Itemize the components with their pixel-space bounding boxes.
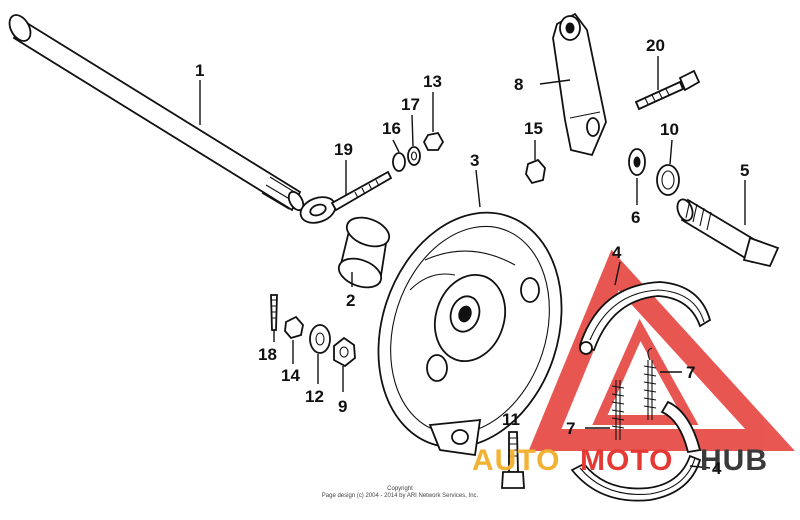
callout-4-lower: 4	[712, 459, 722, 478]
copyright-line-2: Page design (c) 2004 - 2014 by ARI Netwo…	[321, 493, 479, 499]
callout-15: 15	[524, 119, 543, 138]
nut-part-13	[422, 92, 445, 151]
watermark-part3: HUB	[700, 444, 768, 477]
collar-part-2	[337, 216, 391, 289]
bolt-part-20	[634, 56, 701, 111]
stud-part-18	[270, 294, 278, 342]
callout-8: 8	[514, 75, 523, 94]
callout-17: 17	[401, 95, 420, 114]
cam-part-5	[676, 180, 780, 268]
axle-part-1	[8, 14, 305, 212]
callout-7-left: 7	[566, 419, 575, 438]
washer-part-12	[309, 324, 331, 384]
spring-part-7-right	[643, 347, 682, 420]
callout-9: 9	[338, 397, 347, 416]
watermark-part2: MOTO	[580, 444, 673, 477]
callout-16: 16	[382, 119, 401, 138]
callout-12: 12	[305, 387, 324, 406]
watermark-logo	[528, 249, 795, 451]
watermark-part1: AUTO	[472, 444, 560, 477]
callout-4-upper: 4	[612, 243, 622, 262]
callout-11: 11	[502, 410, 520, 429]
callout-10: 10	[660, 120, 679, 139]
copyright-line-1: Copyright	[387, 486, 413, 492]
callout-20: 20	[646, 36, 665, 55]
callout-18: 18	[258, 345, 277, 364]
nut-part-9	[333, 336, 356, 392]
brake-arm-part-8	[539, 12, 607, 157]
callout-7-right: 7	[686, 363, 695, 382]
brake-panel-part-3	[377, 169, 563, 457]
washer-part-6	[628, 148, 646, 205]
spring-part-7-left	[585, 380, 625, 440]
callout-3: 3	[470, 151, 479, 170]
seal-part-10	[656, 139, 680, 196]
eye-bolt-part-19	[299, 160, 393, 224]
callout-2: 2	[346, 291, 355, 310]
nut-part-14	[284, 315, 304, 364]
callout-19: 19	[334, 140, 353, 159]
brake-shoe-upper-part-4	[578, 261, 712, 355]
brake-shoe-lower-part-4	[570, 400, 711, 502]
callout-14: 14	[281, 366, 300, 385]
bolt-part-11	[501, 431, 525, 489]
callout-labels: 1 2 3 4 4 5 6 7 7 8 9 10 11 12 13 14 15 …	[195, 36, 749, 478]
watermark-wordmark: AUTO MOTO HUB	[472, 444, 768, 477]
washer-part-17	[407, 114, 421, 166]
callout-5: 5	[740, 161, 749, 180]
callout-13: 13	[423, 72, 442, 91]
washer-part-16	[392, 139, 406, 172]
callout-1: 1	[195, 61, 204, 80]
callout-6: 6	[631, 208, 640, 227]
nut-part-15	[525, 140, 546, 185]
